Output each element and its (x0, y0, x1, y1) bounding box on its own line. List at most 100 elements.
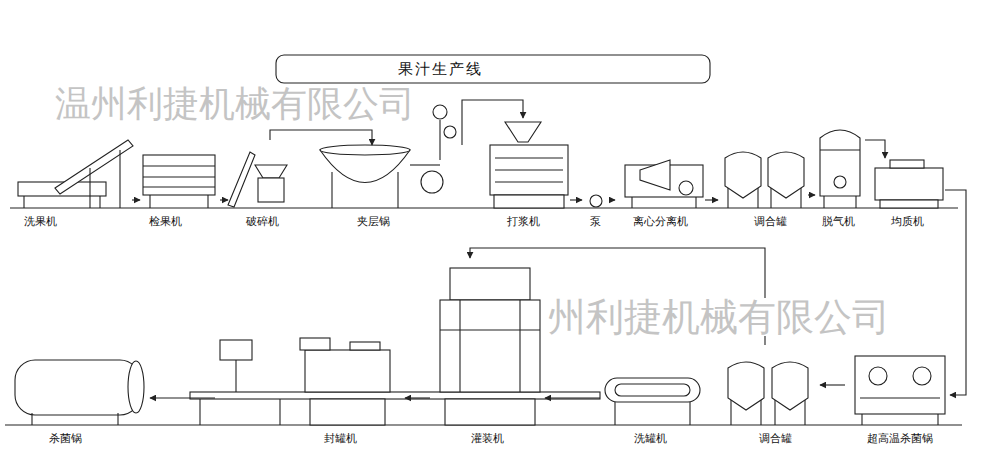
crusher-hopper (255, 165, 287, 178)
deaerator-leg (855, 196, 856, 208)
flow-arrow (545, 397, 600, 398)
machine-node: 打浆机 (485, 118, 570, 230)
retort-leg (31, 413, 32, 425)
machine-label: 封罐机 (323, 432, 358, 445)
filler-valve-row (440, 329, 540, 330)
retort-body (15, 360, 140, 415)
can-washer-leg (689, 402, 690, 425)
filler-column (519, 300, 520, 392)
deaerator-port (834, 176, 846, 188)
homogenizer-base (880, 200, 938, 208)
tank-leg (774, 400, 775, 425)
pressure-gauge (444, 126, 456, 138)
flow-arrow (270, 130, 372, 145)
washer-leg (99, 196, 100, 208)
machine-node: 均质机 (870, 158, 945, 230)
machine-label: 夹层锅 (356, 215, 391, 228)
deaerator-leg (823, 196, 824, 208)
machine-label: 灌装机 (470, 432, 505, 445)
filler-base (445, 399, 535, 425)
tank-leg (757, 188, 758, 208)
centrifuge-drum (640, 160, 670, 190)
machine-node: 脱气机 (815, 120, 865, 230)
washer-incline (55, 140, 133, 194)
pulper-base (494, 195, 564, 208)
tank-leg (760, 400, 761, 425)
uht-body (855, 356, 945, 414)
retort-door (128, 361, 144, 413)
tank-leg (804, 400, 805, 425)
washer-leg (89, 168, 90, 208)
kettle-pump (421, 171, 443, 193)
centrifuge-motor (679, 181, 693, 195)
machine-node: 离心分离机 (615, 150, 705, 230)
flow-arrow (820, 384, 845, 385)
crusher-incline (228, 152, 255, 207)
uht-coil (913, 367, 931, 385)
can-washer-inner (615, 384, 690, 396)
sorter-roller (143, 186, 215, 187)
gauge-stem (439, 120, 440, 160)
floor-line (10, 207, 958, 208)
machine-node: 破碎机 (228, 140, 293, 230)
machine-node: 洗果机 (12, 140, 132, 230)
kettle-leg (331, 172, 332, 208)
machine-label: 脱气机 (821, 215, 856, 228)
filler-body (440, 300, 540, 392)
machine-node: 灌装机 (430, 258, 545, 447)
pulper-detail (495, 181, 563, 182)
sorter-leg (207, 195, 208, 208)
washer-leg (119, 150, 120, 208)
watermark: 温州利捷机械有限公司 (55, 86, 415, 122)
deaerator-band (820, 149, 860, 150)
sorter-roller (143, 176, 215, 177)
machine-label: 超高温杀菌锅 (866, 432, 934, 445)
tank-leg (727, 188, 728, 208)
machine-node: 封罐机 (215, 330, 405, 447)
pressure-gauge (433, 105, 447, 119)
pulper-detail (495, 169, 563, 170)
flow-arrow (405, 397, 430, 398)
uht-leg (861, 414, 862, 425)
machine-label: 均质机 (890, 215, 925, 228)
seamer-post (235, 360, 236, 392)
conveyor-leg (199, 399, 200, 425)
machine-label: 杀菌锅 (48, 432, 83, 445)
machine-node: 杀菌锅 (10, 345, 150, 447)
pulper-body (490, 145, 568, 195)
blending-tank (768, 152, 804, 198)
can-washer-leg (614, 402, 615, 425)
machine-label: 离心分离机 (632, 215, 689, 228)
machine-node: 夹层锅 (305, 145, 470, 230)
kettle-rim (320, 145, 410, 155)
flow-arrow (705, 199, 718, 200)
machine-node: 泵 (582, 180, 610, 230)
machine-node: 洗罐机 (600, 355, 705, 447)
flow-arrow (150, 397, 215, 398)
machine-label: 洗罐机 (633, 432, 668, 445)
machine-node: 调合罐 (720, 345, 820, 447)
seamer-head (300, 338, 330, 350)
seamer-base (310, 399, 385, 425)
deaerator-vessel (820, 130, 860, 196)
sorter-leg (149, 195, 150, 208)
crusher-body (258, 178, 284, 202)
conveyor-leg (279, 399, 280, 425)
machine-label: 泵 (589, 215, 602, 228)
homogenizer-head (890, 160, 924, 168)
flow-arrow (220, 199, 228, 200)
machine-label: 打浆机 (506, 215, 541, 228)
flow-arrow (945, 190, 966, 395)
centrifuge-leg (631, 197, 632, 208)
uht-coil (869, 367, 887, 385)
machine-node: 检果机 (140, 140, 220, 230)
machine-label: 洗果机 (23, 215, 58, 228)
watermark: 州利捷机械有限公司 (548, 298, 890, 336)
filler-head (450, 268, 530, 300)
flow-arrow (610, 199, 615, 200)
flow-arrow (132, 199, 140, 200)
homogenizer-body (875, 168, 943, 200)
machine-label: 调合罐 (753, 215, 788, 228)
sorter-body (143, 155, 215, 195)
machine-label: 检果机 (148, 215, 183, 228)
